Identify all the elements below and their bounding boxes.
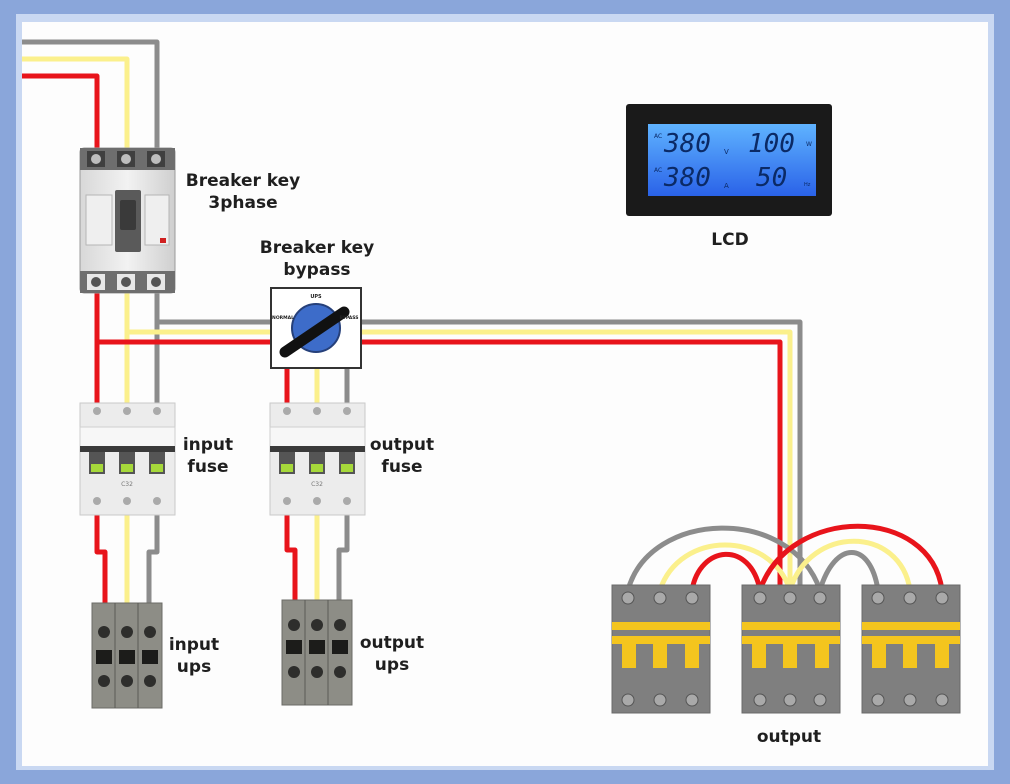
wire-gray-fuse1-ups [146,512,160,605]
label-input-ups-line1: input [168,635,220,655]
label-input-fuse-line1: input [182,435,234,455]
wire-gray-fuse2-ups [336,512,350,602]
jumper-red-left [689,551,763,591]
wires [22,39,945,605]
jumper-yellow-left [657,542,793,591]
lcd-ac-top: AC [654,133,662,140]
wire-red-fuse2-ups [284,512,298,602]
label-output-ups: output ups [352,632,432,676]
label-output-fuse-line1: output [369,435,435,455]
jumper-yellow-right [787,538,913,591]
lcd-current: 380 [663,163,711,193]
label-bypass-line1: Breaker key [259,238,375,258]
bypass-left-text: NORMAL [272,315,294,321]
lcd-voltage-unit: V [724,148,729,156]
breaker-3phase [79,147,176,294]
lcd-meter: AC 380 V 100 W AC 380 A 50 Hz [626,104,832,216]
output-ups-terminal [281,599,353,706]
label-output-fuse-line2: fuse [381,457,423,477]
output-fuse-rating: C32 [311,481,323,488]
input-fuse: C32 [79,402,176,516]
input-fuse-rating: C32 [121,481,133,488]
lcd-frequency: 50 [756,163,787,193]
output-breaker-3 [861,584,961,714]
label-output-ups-line2: ups [374,655,410,675]
label-breaker-3phase-line1: Breaker key [185,171,301,191]
bypass-switch: UPS NORMAL BYPASS [270,287,362,369]
lcd-voltage: 380 [663,129,711,159]
output-breaker-2 [741,584,841,714]
output-fuse: C32 [269,402,366,516]
wire-gray-bus [157,319,803,585]
label-output-ups-line1: output [359,633,425,653]
jumper-gray-right [817,550,881,591]
jumper-red-right [757,523,945,591]
lcd-power: 100 [748,129,795,159]
label-input-fuse: input fuse [176,434,240,478]
bypass-right-text: BYPASS [339,315,358,321]
label-breaker-3phase-line2: 3phase [208,193,278,213]
lcd-current-unit: A [724,182,729,190]
lcd-ac-bottom: AC [654,167,662,174]
wire-red-fuse1-ups [94,512,108,605]
wire-gray-incoming [22,39,160,150]
label-output-fuse: output fuse [362,434,442,478]
label-input-fuse-line2: fuse [187,457,229,477]
input-ups-terminal [91,602,163,709]
label-output: output [756,727,822,747]
wire-yellow-incoming [22,56,130,150]
label-input-ups-line2: ups [176,657,212,677]
bypass-top-text: UPS [310,294,322,300]
output-breaker-1 [611,584,711,714]
label-breaker-3phase: Breaker key 3phase [172,170,314,214]
lcd-power-unit: W [806,141,812,148]
label-bypass-line2: bypass [283,260,351,280]
label-input-ups: input ups [162,634,226,678]
label-lcd: LCD [711,230,749,250]
wire-red-incoming [22,73,100,150]
label-bypass: Breaker key bypass [247,237,387,281]
lcd-frequency-unit: Hz [804,182,811,188]
